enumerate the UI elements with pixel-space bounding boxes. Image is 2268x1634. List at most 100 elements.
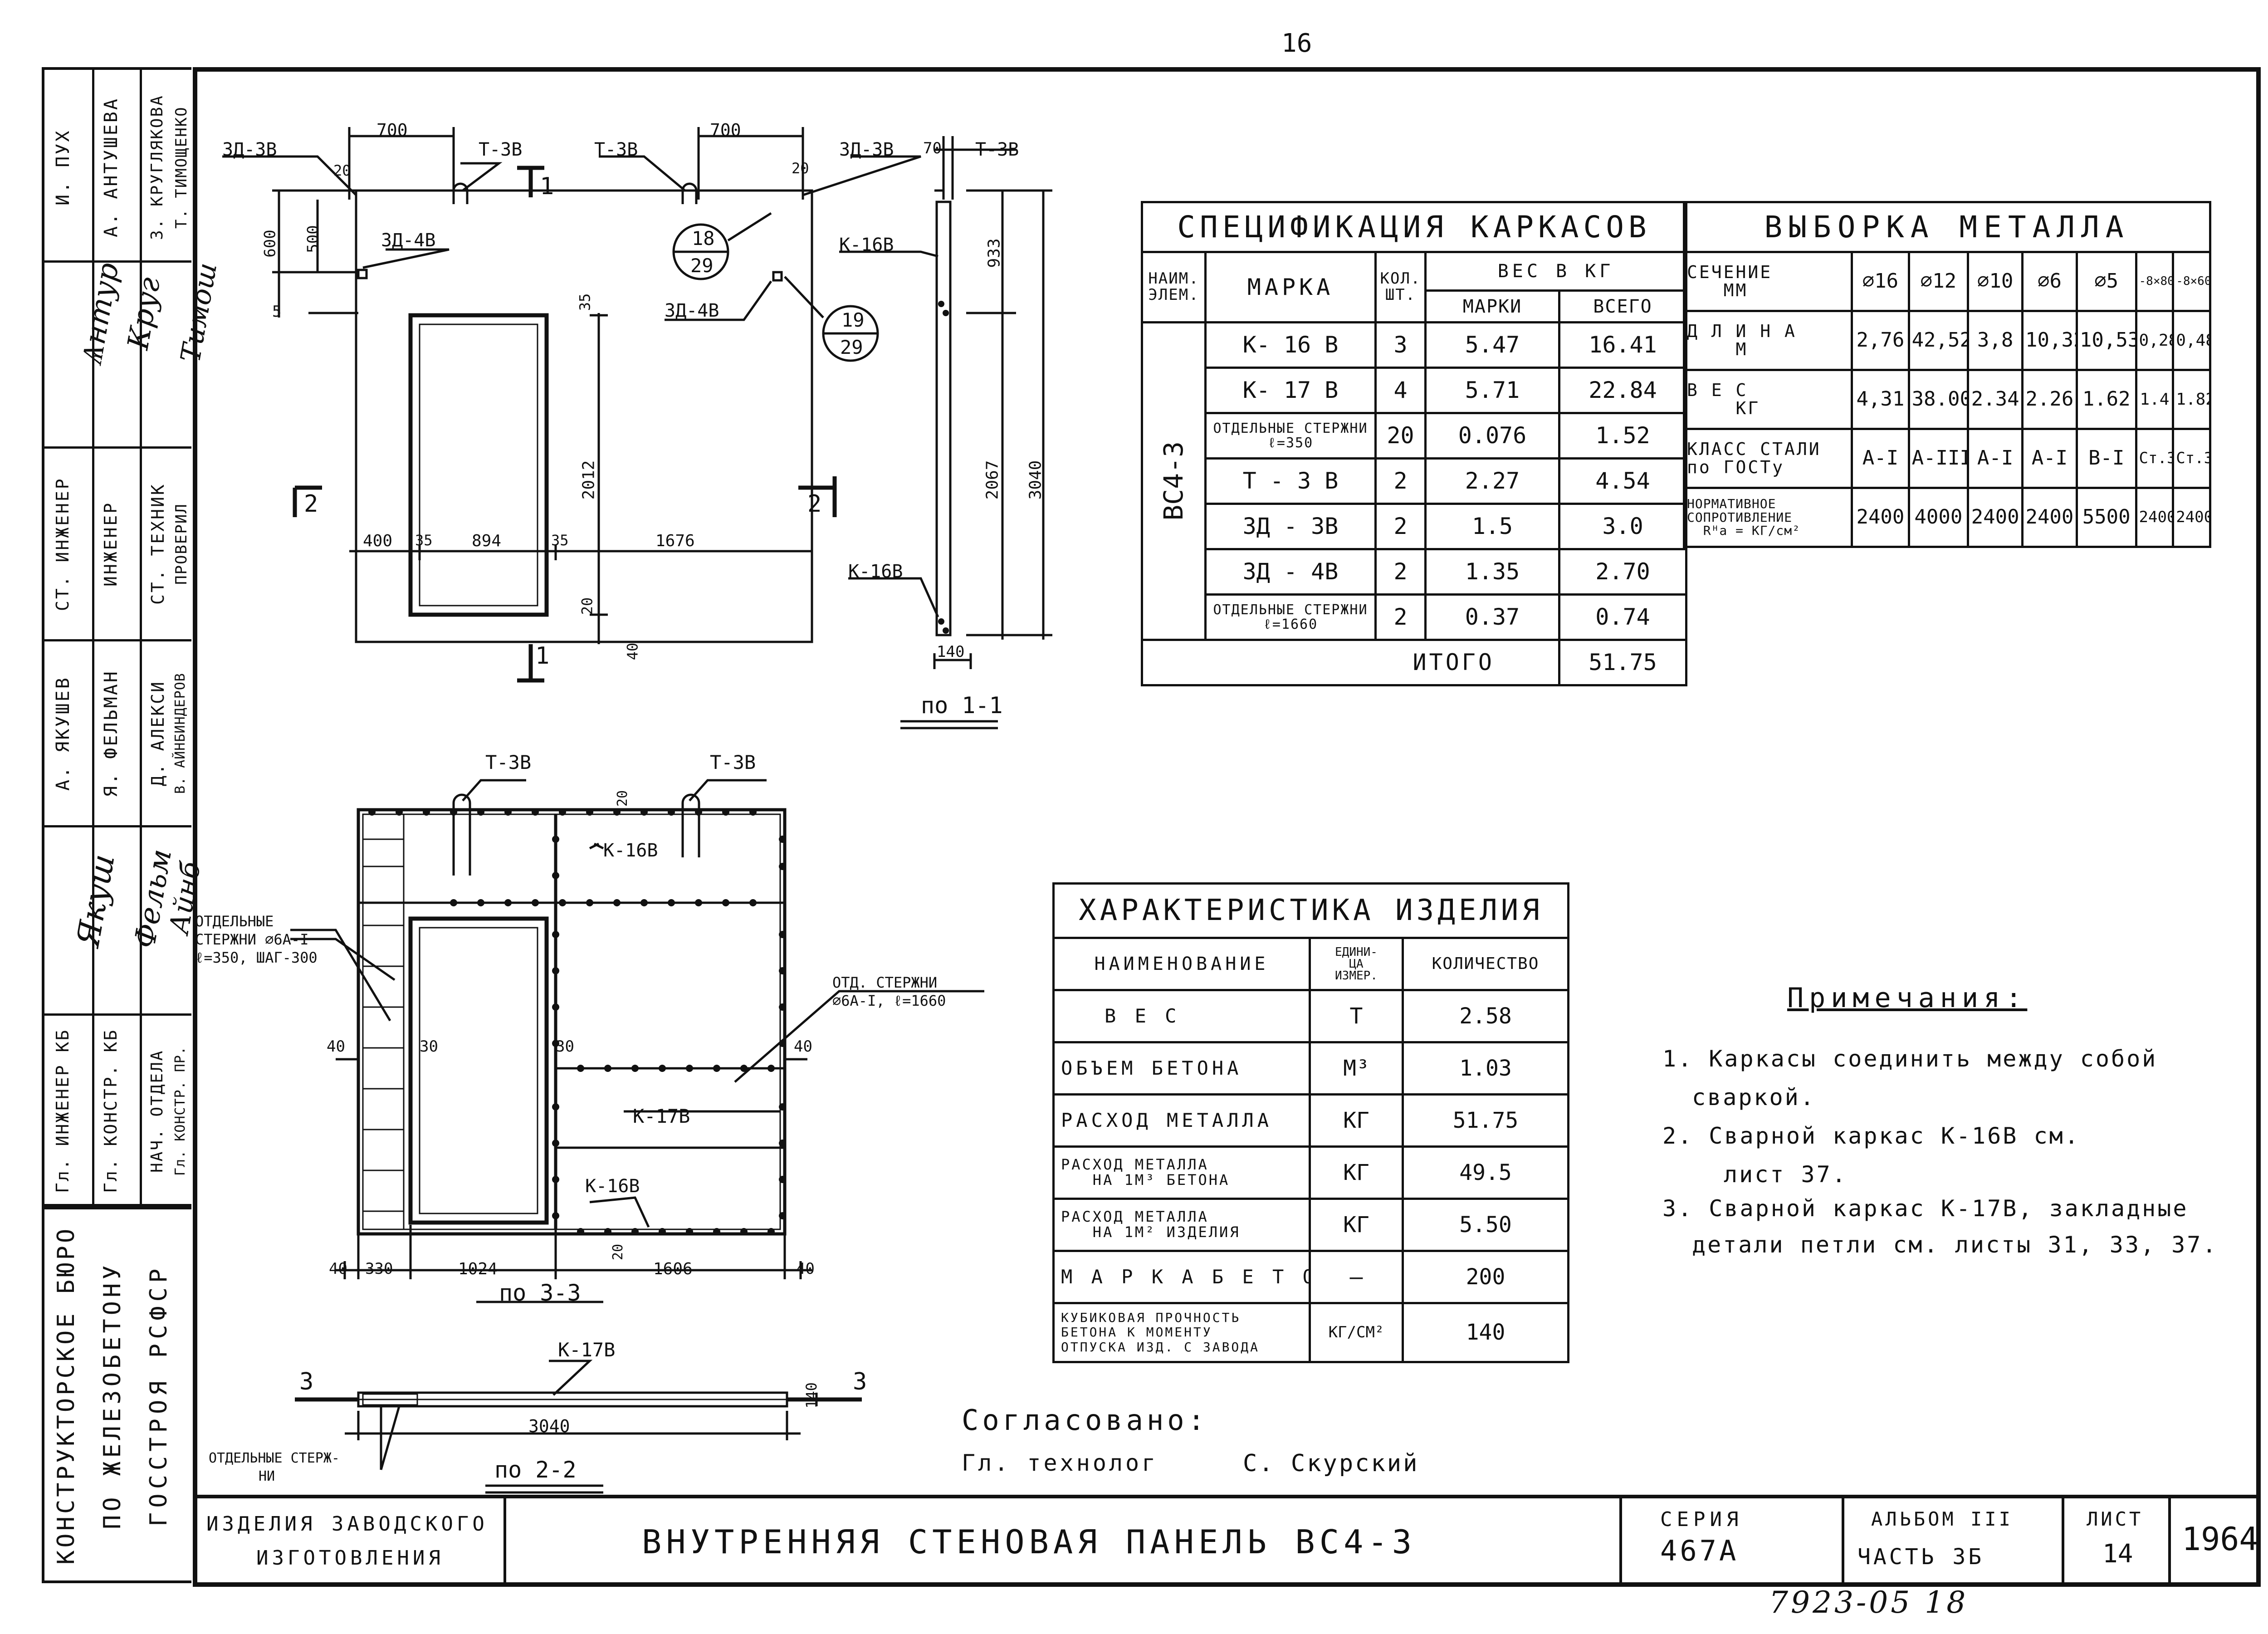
char-row-qty: 1.03 — [1402, 1041, 1569, 1096]
spec-row-weight: 5.47 — [1424, 321, 1560, 369]
metal-cell: 2400 — [1967, 487, 2024, 548]
sheet-label: ЛИСТ — [2087, 1508, 2144, 1530]
dim-20b: 20 — [792, 160, 809, 177]
char-row-name: РАСХОД МЕТАЛЛА НА 1М³ БЕТОНА — [1052, 1145, 1311, 1200]
metal-col-8x60: -8×60 — [2172, 251, 2211, 312]
year: 1964 — [2182, 1521, 2258, 1558]
lifting-loop-right — [681, 182, 698, 204]
metal-cell: 3,8 — [1967, 310, 2024, 371]
spec-row-weight: 0.076 — [1424, 412, 1560, 460]
spec-row-mark: ОТДЕЛЬНЫЕ СТЕРЖНИ ℓ=350 — [1204, 412, 1377, 460]
section-label-2-left: 2 — [304, 490, 318, 518]
title-category-line-1: ИЗДЕЛИЯ ЗАВОДСКОГО — [206, 1512, 488, 1536]
drawing-title: ВНУТРЕННЯЯ СТЕНОВАЯ ПАНЕЛЬ ВС4-3 — [642, 1523, 1417, 1561]
section-label-1-bottom: 1 — [535, 642, 550, 670]
metal-cell: 1.4 — [2135, 369, 2175, 430]
dim-400: 400 — [363, 532, 393, 550]
mark-zd4v-1: ЗД-4В — [381, 230, 436, 251]
char-header-qty: КОЛИЧЕСТВО — [1402, 937, 1569, 991]
archive-number: 7923-05 18 — [1769, 1585, 1969, 1620]
section-label-2-right: 2 — [807, 490, 822, 518]
spec-row-qty: 20 — [1374, 412, 1427, 460]
metal-col-10: ⌀10 — [1967, 251, 2024, 312]
title-block: ИЗДЕЛИЯ ЗАВОДСКОГО ИЗГОТОВЛЕНИЯ ВНУТРЕНН… — [193, 1495, 2261, 1587]
spec-row-total: 1.52 — [1558, 412, 1688, 460]
plan-dim-1024: 1024 — [458, 1260, 498, 1278]
plan-label-rods-1: ОТДЕЛЬНЫЕ — [195, 913, 274, 930]
spec-row-weight: 1.35 — [1424, 548, 1560, 596]
metal-cell: 2,76 — [1851, 310, 1910, 371]
plan-dim-20-b: 20 — [610, 1243, 626, 1261]
char-row-unit: — — [1309, 1250, 1404, 1304]
metal-cell: 1.62 — [2075, 369, 2137, 430]
plan-3-3-outline — [357, 808, 787, 1236]
spec-header-weight: ВЕС В КГ — [1424, 251, 1688, 292]
spec-row-qty: 2 — [1374, 503, 1427, 550]
note-line: сваркой. — [1692, 1084, 1816, 1111]
plan-loop-right — [681, 793, 700, 857]
plan-dim-40-l: 40 — [327, 1037, 345, 1056]
metal-section-label: СЕЧЕНИЕ ММ — [1682, 251, 1853, 312]
char-row-name: РАСХОД МЕТАЛЛА НА 1М² ИЗДЕЛИЯ — [1052, 1198, 1311, 1252]
spec-header-per-mark: МАРКИ — [1424, 289, 1560, 323]
char-row-unit: КГ — [1309, 1093, 1404, 1148]
char-row-unit: КГ/СМ² — [1309, 1302, 1404, 1363]
metal-cell: 10,53 — [2075, 310, 2137, 371]
metal-cell: 0,48 — [2172, 310, 2211, 371]
spec-row-qty: 2 — [1374, 593, 1427, 641]
plan-dim-20-top: 20 — [615, 790, 631, 807]
plan-mark-t3v-right: Т-3В — [710, 751, 756, 773]
metal-col-5: ⌀5 — [2075, 251, 2137, 312]
spec-row-mark: ЗД - 3В — [1204, 503, 1377, 550]
spec-total-value: 51.75 — [1558, 639, 1688, 686]
metal-cell: 2400 — [1851, 487, 1910, 548]
plan-mark-t3v-left: Т-3В — [485, 751, 532, 773]
spec-header-mark: МАРКА — [1204, 251, 1377, 323]
sidebar-organization: КОНСТРУКТОРСКОЕ БЮРО ПО ЖЕЛЕЗОБЕТОНУ ГОС… — [42, 1207, 191, 1583]
metal-cell: 38.00 — [1907, 369, 1970, 430]
spec-row-qty: 2 — [1374, 457, 1427, 505]
plan-mark-k17v: К-17В — [633, 1105, 690, 1127]
title-category-line-2: ИЗГОТОВЛЕНИЯ — [256, 1546, 444, 1570]
metal-col-12: ⌀12 — [1907, 251, 1970, 312]
dim-600: 600 — [261, 230, 279, 258]
spec-row-qty: 4 — [1374, 367, 1427, 414]
char-row-qty: 200 — [1402, 1250, 1569, 1304]
plan-dim-330: 330 — [365, 1260, 393, 1278]
door-opening — [408, 313, 549, 617]
callout-29b: 29 — [840, 336, 863, 358]
mark-k16v-top: К-16В — [839, 235, 894, 255]
dim-500: 500 — [304, 225, 323, 253]
char-row-name: РАСХОД МЕТАЛЛА — [1052, 1093, 1311, 1148]
note-line: лист 37. — [1724, 1161, 1848, 1188]
callout-18: 18 — [692, 227, 715, 250]
spec-row-mark: К- 17 В — [1204, 367, 1377, 414]
series-label: СЕРИЯ — [1660, 1508, 1743, 1531]
plan-mark-k16v-bottom: К-16В — [585, 1176, 640, 1197]
plan-3-3-title: по 3-3 — [499, 1280, 581, 1306]
metal-cell: 2.26 — [2021, 369, 2078, 430]
metal-cell: А-I — [1967, 428, 2024, 489]
metal-row-weight-label: В Е С КГ — [1682, 369, 1853, 430]
panel-front-outline — [355, 189, 813, 643]
note-line: 3. Сварной каркас К-17В, закладные — [1662, 1195, 2189, 1222]
metal-cell: А-III — [1907, 428, 1970, 489]
section-1-1-title: по 1-1 — [921, 692, 1003, 719]
callout-29a: 29 — [690, 254, 714, 277]
dim-933: 933 — [985, 238, 1004, 268]
metal-cell: 2400 — [2135, 487, 2175, 548]
mark-zd3v-right: ЗД-3В — [839, 139, 894, 160]
char-row-unit: М³ — [1309, 1041, 1404, 1096]
dim-2012: 2012 — [579, 460, 598, 500]
series-value: 467А — [1660, 1534, 1739, 1567]
sidebar-approvals: И. ПУХ А. АНТУШЕВА З. КРУГЛЯКОВА Т. ТИМО… — [42, 67, 223, 1207]
spec-row-mark: ОТДЕЛЬНЫЕ СТЕРЖНИ ℓ=1660 — [1204, 593, 1377, 641]
spec-total-label: ИТОГО — [1141, 639, 1560, 686]
page-number: 16 — [1281, 29, 1312, 58]
char-row-name: ОБЪЕМ БЕТОНА — [1052, 1041, 1311, 1096]
metal-row-length-label: Д Л И Н А М — [1682, 310, 1853, 371]
spec-row-mark: Т - 3 В — [1204, 457, 1377, 505]
